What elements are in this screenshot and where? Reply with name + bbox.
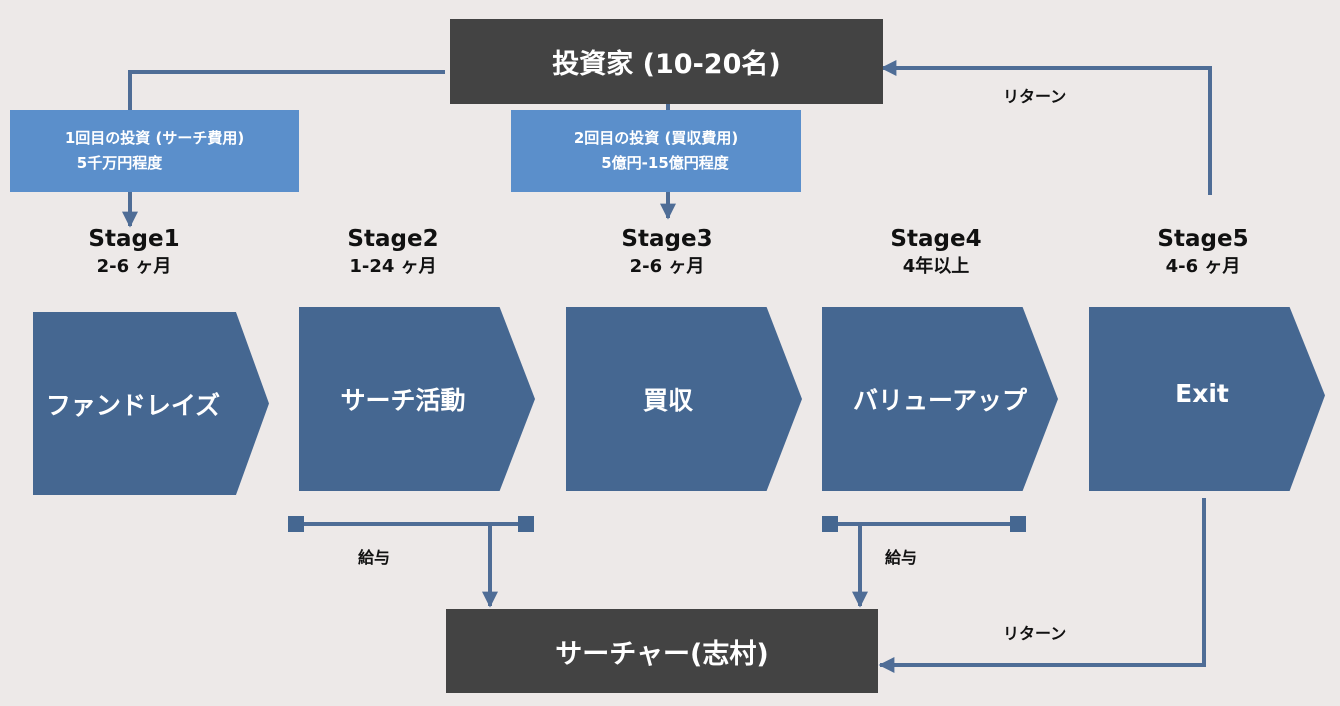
stage3-heading: Stage3 2-6 ヶ月 bbox=[567, 224, 767, 280]
stage3-title: Stage3 bbox=[621, 226, 713, 252]
stage2-heading: Stage2 1-24 ヶ月 bbox=[293, 224, 493, 280]
stage1-heading: Stage1 2-6 ヶ月 bbox=[34, 224, 234, 280]
stage4-chevron: バリューアップ bbox=[822, 307, 1058, 491]
salary-label-stage2: 給与 bbox=[358, 548, 391, 567]
second-investment-box: 2回目の投資 (買収費用) 5億円-15億円程度 bbox=[511, 110, 801, 192]
stage2-label: サーチ活動 bbox=[340, 386, 466, 415]
investor-label: 投資家 (10-20名) bbox=[552, 49, 781, 80]
stage4-title: Stage4 bbox=[890, 226, 982, 252]
stage2-title: Stage2 bbox=[347, 226, 439, 252]
salary-label-stage4: 給与 bbox=[885, 548, 918, 567]
stage1-title: Stage1 bbox=[88, 226, 180, 252]
first-investment-line1: 1回目の投資 (サーチ費用) bbox=[64, 129, 245, 147]
stage4-heading: Stage4 4年以上 bbox=[836, 224, 1036, 280]
stage2-duration: 1-24 ヶ月 bbox=[349, 256, 437, 277]
stage4-duration: 4年以上 bbox=[902, 256, 970, 277]
second-investment-line1: 2回目の投資 (買収費用) bbox=[573, 129, 739, 147]
stage5-chevron: Exit bbox=[1089, 307, 1325, 491]
stage3-chevron: 買収 bbox=[566, 307, 802, 491]
bracket-end-square bbox=[822, 516, 838, 532]
bracket-end-square bbox=[1010, 516, 1026, 532]
stage4-label: バリューアップ bbox=[852, 386, 1027, 415]
stage3-duration: 2-6 ヶ月 bbox=[629, 256, 705, 277]
connector-stage5-return-to-investor bbox=[880, 60, 1212, 195]
return-label-bottom: リターン bbox=[1003, 624, 1067, 643]
stage1-label: ファンドレイズ bbox=[45, 390, 221, 420]
stage5-duration: 4-6 ヶ月 bbox=[1165, 256, 1241, 277]
first-investment-box: 1回目の投資 (サーチ費用) 5千万円程度 bbox=[10, 110, 299, 192]
connector-stage5-return-to-searcher bbox=[878, 498, 1206, 673]
bracket-end-square bbox=[518, 516, 534, 532]
return-label-top: リターン bbox=[1003, 87, 1067, 106]
stage1-duration: 2-6 ヶ月 bbox=[96, 256, 172, 277]
investor-box: 投資家 (10-20名) bbox=[450, 19, 883, 104]
first-investment-line2: 5千万円程度 bbox=[76, 154, 163, 172]
stage5-heading: Stage5 4-6 ヶ月 bbox=[1103, 224, 1303, 280]
stage1-chevron: ファンドレイズ bbox=[33, 312, 269, 495]
stage2-chevron: サーチ活動 bbox=[299, 307, 535, 491]
bracket-end-square bbox=[288, 516, 304, 532]
stage5-label: Exit bbox=[1175, 378, 1229, 408]
searcher-box: サーチャー(志村) bbox=[446, 609, 878, 693]
searcher-label: サーチャー(志村) bbox=[555, 638, 769, 670]
stage5-title: Stage5 bbox=[1157, 226, 1249, 252]
stage3-label: 買収 bbox=[642, 386, 693, 415]
second-investment-line2: 5億円-15億円程度 bbox=[601, 154, 729, 172]
